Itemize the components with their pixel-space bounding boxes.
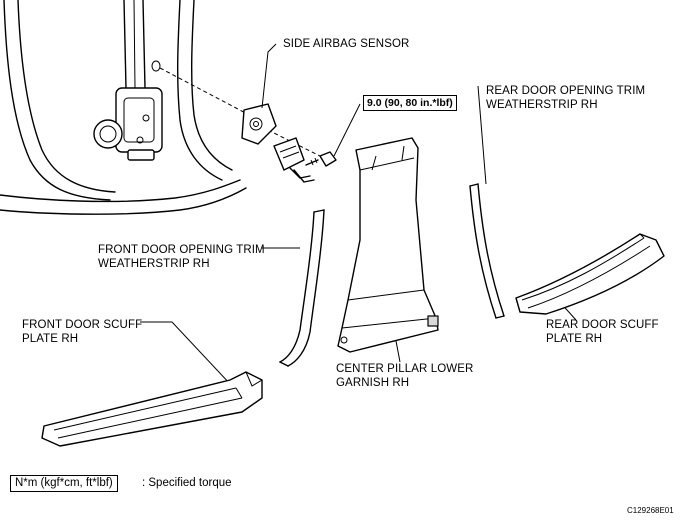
side-airbag-sensor-label: SIDE AIRBAG SENSOR [283, 38, 410, 50]
bolt [305, 151, 337, 167]
leader-torque [333, 103, 361, 157]
side-airbag-sensor-part [241, 103, 315, 183]
rear-door-opening-trim-line2: WEATHERSTRIP RH [486, 99, 598, 111]
front-door-scuff-line1: FRONT DOOR SCUFF [22, 319, 143, 331]
center-pillar-line1: CENTER PILLAR LOWER [336, 363, 474, 375]
rear-door-scuff-part [515, 233, 665, 315]
rear-door-opening-trim-label: REAR DOOR OPENING TRIM WEATHERSTRIP RH [486, 84, 645, 112]
body-frame [0, 0, 247, 215]
front-door-opening-trim-label: FRONT DOOR OPENING TRIM WEATHERSTRIP RH [98, 243, 265, 271]
front-opening-weatherstrip-part [279, 209, 325, 367]
front-door-scuff-part [41, 371, 263, 447]
front-door-scuff-label: FRONT DOOR SCUFF PLATE RH [22, 318, 142, 346]
rear-door-scuff-label: REAR DOOR SCUFF PLATE RH [546, 318, 659, 346]
rear-opening-weatherstrip-part [469, 183, 505, 319]
rear-door-opening-trim-line1: REAR DOOR OPENING TRIM [486, 85, 646, 97]
center-pillar-label: CENTER PILLAR LOWER GARNISH RH [336, 362, 473, 390]
figure-code: C129268E01 [627, 506, 674, 515]
leader-rear-opening [477, 85, 487, 185]
assembly-line-sensor [159, 67, 256, 119]
rear-door-scuff-line1: REAR DOOR SCUFF [546, 319, 659, 331]
legend-torque-box: N*m (kgf*cm, ft*lbf) [10, 475, 118, 492]
front-door-scuff-line2: PLATE RH [22, 333, 79, 345]
leader-side-airbag [261, 43, 277, 109]
torque-spec-box: 9.0 (90, 80 in.*lbf) [363, 95, 457, 111]
rear-door-scuff-line2: PLATE RH [546, 333, 603, 345]
front-door-opening-trim-line1: FRONT DOOR OPENING TRIM [98, 244, 265, 256]
front-door-opening-trim-line2: WEATHERSTRIP RH [98, 258, 210, 270]
center-pillar-garnish-part [337, 137, 439, 353]
leader-front-scuff [140, 321, 233, 387]
center-pillar-line2: GARNISH RH [336, 377, 410, 389]
legend-description: : Specified torque [142, 477, 232, 489]
